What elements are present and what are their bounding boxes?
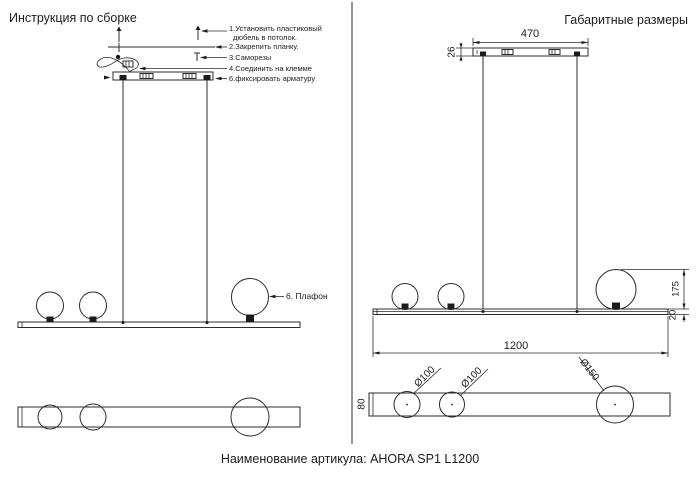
sphere-shade bbox=[231, 278, 269, 316]
callout-connect-clamp: 4.Соединить на клемме bbox=[229, 63, 312, 73]
ceiling-bar bbox=[104, 71, 214, 81]
assembly-ceiling-detail bbox=[96, 25, 227, 325]
dimension-top-view bbox=[368, 356, 671, 424]
callout-install-dowel: 1.Установить пластиковый bbox=[229, 24, 322, 33]
assembly-side-view bbox=[17, 278, 301, 328]
dim-canopy-height-label: 26 bbox=[446, 46, 458, 58]
screw-icon bbox=[194, 52, 200, 61]
dim-bar-thickness-label: 20 bbox=[667, 309, 679, 321]
canopy-bar bbox=[472, 47, 589, 57]
sphere-shade bbox=[393, 391, 421, 418]
sphere-shade bbox=[79, 291, 107, 320]
left-panel-title: Инструкция по сборке bbox=[9, 11, 137, 25]
callout-install-dowel-line2: дюбель в потолок. bbox=[233, 33, 297, 42]
callout-fix-armature: 6.фиксировать арматуру bbox=[229, 73, 316, 83]
lamp-bar-top bbox=[17, 406, 301, 428]
dowel-icon bbox=[116, 26, 122, 42]
sphere-shade bbox=[439, 391, 465, 418]
sphere-shade bbox=[37, 404, 63, 430]
sphere-shade bbox=[391, 283, 419, 310]
sphere-shade bbox=[596, 385, 634, 424]
lamp-bar bbox=[17, 321, 301, 328]
article-name-label: Наименование артикула: AHORA SP1 L1200 bbox=[220, 452, 480, 466]
plafon-label: 6. Плафон bbox=[286, 291, 328, 301]
assembly-top-view bbox=[17, 397, 301, 437]
dim-canopy-width-label: 470 bbox=[520, 27, 540, 40]
callout-screws: 3.Саморезы bbox=[229, 52, 272, 62]
sphere-shade bbox=[230, 397, 270, 437]
right-panel-title: Габаритные размеры bbox=[564, 13, 688, 27]
sphere-shade bbox=[595, 269, 637, 310]
dimension-ceiling-canopy bbox=[456, 38, 589, 309]
dim-bar-depth-label: 80 bbox=[356, 398, 368, 410]
wire-clamp-sketch bbox=[96, 54, 139, 73]
sphere-shade bbox=[36, 291, 64, 320]
callout-fix-strip: 2.Закрепить планку. bbox=[229, 42, 299, 51]
sphere-shade bbox=[79, 403, 107, 431]
dim-bar-length-label: 1200 bbox=[503, 339, 529, 352]
lamp-bar-top bbox=[368, 392, 671, 417]
sphere-shade bbox=[437, 283, 465, 310]
dimension-side-view bbox=[372, 269, 689, 357]
dim-sphere-offset-label: 175 bbox=[670, 281, 682, 297]
callout-leaders bbox=[139, 29, 227, 81]
dowel-icon bbox=[195, 25, 201, 40]
